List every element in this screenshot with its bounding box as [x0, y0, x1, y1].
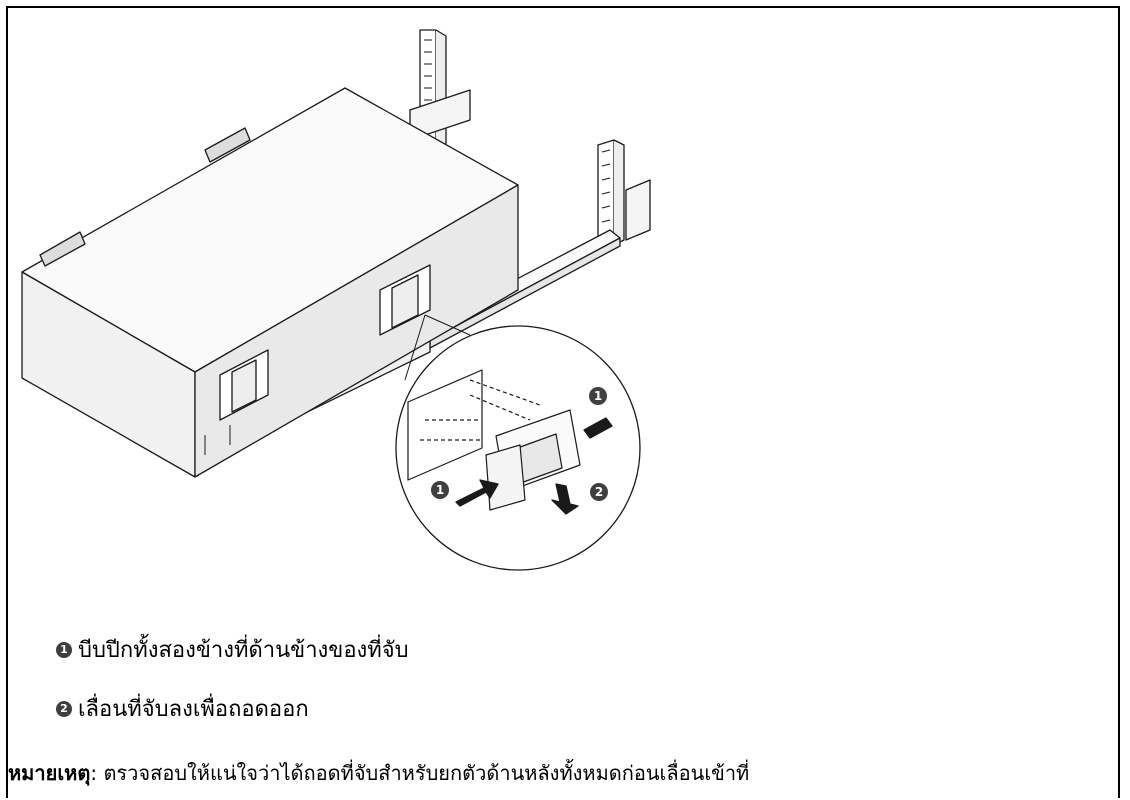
callout-1-bottom: 1 [436, 483, 444, 497]
step-2-text: เลื่อนที่จับลงเพื่อถอดออก [78, 697, 309, 722]
callout-2: 2 [595, 485, 603, 499]
step-1-text: บีบปีกทั้งสองข้างที่ด้านข้างของที่จับ [78, 638, 409, 663]
rack-handle-removal-diagram: 1 1 2 [21, 29, 651, 571]
figure-frame [6, 6, 1120, 798]
server-chassis [21, 87, 519, 478]
lift-handle-rear [379, 264, 431, 336]
squeeze-arrow-bottom [455, 479, 499, 507]
detail-bracket [407, 369, 581, 511]
step-1: 1 บีบปีกทั้งสองข้างที่ด้านข้างของที่จับ [56, 632, 409, 667]
rack-post-rear [409, 29, 471, 151]
note-separator: : [90, 761, 104, 785]
lift-handle-front [219, 349, 269, 421]
squeeze-arrow-top [583, 417, 613, 439]
step-1-badge: 1 [56, 641, 72, 658]
step-2-badge: 2 [56, 700, 72, 717]
note-text: ตรวจสอบให้แน่ใจว่าได้ถอดที่จับสำหรับยกตั… [103, 761, 750, 785]
slide-down-arrow [551, 483, 579, 515]
note: หมายเหตุ: ตรวจสอบให้แน่ใจว่าได้ถอดที่จับ… [8, 757, 749, 789]
callout-1-top: 1 [594, 389, 602, 403]
note-label: หมายเหตุ [8, 761, 91, 785]
step-2: 2 เลื่อนที่จับลงเพื่อถอดออก [56, 691, 309, 726]
